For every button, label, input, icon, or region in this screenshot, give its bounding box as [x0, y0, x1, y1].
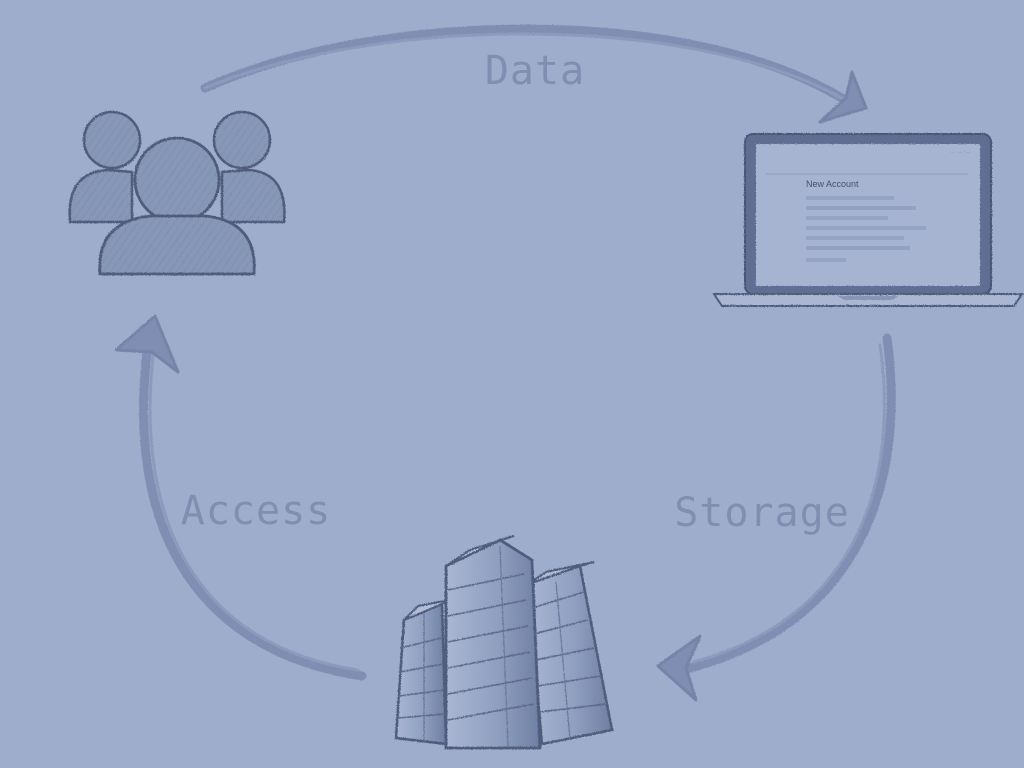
svg-text:— · — · —: — · — · —: [951, 149, 970, 154]
laptop-icon: — · — · — New Account: [712, 133, 1024, 307]
label-storage: Storage: [674, 490, 850, 536]
arrow-storage: [656, 333, 896, 702]
server-rack-icon: [394, 535, 614, 750]
label-data: Data: [485, 48, 585, 94]
laptop-screen-title: New Account: [806, 179, 859, 189]
laptop-screen-page: — · — · — New Account: [766, 149, 970, 262]
arrow-data: [200, 24, 868, 124]
users-icon: [68, 110, 286, 276]
label-access: Access: [181, 488, 332, 534]
arrow-access: [114, 314, 367, 681]
